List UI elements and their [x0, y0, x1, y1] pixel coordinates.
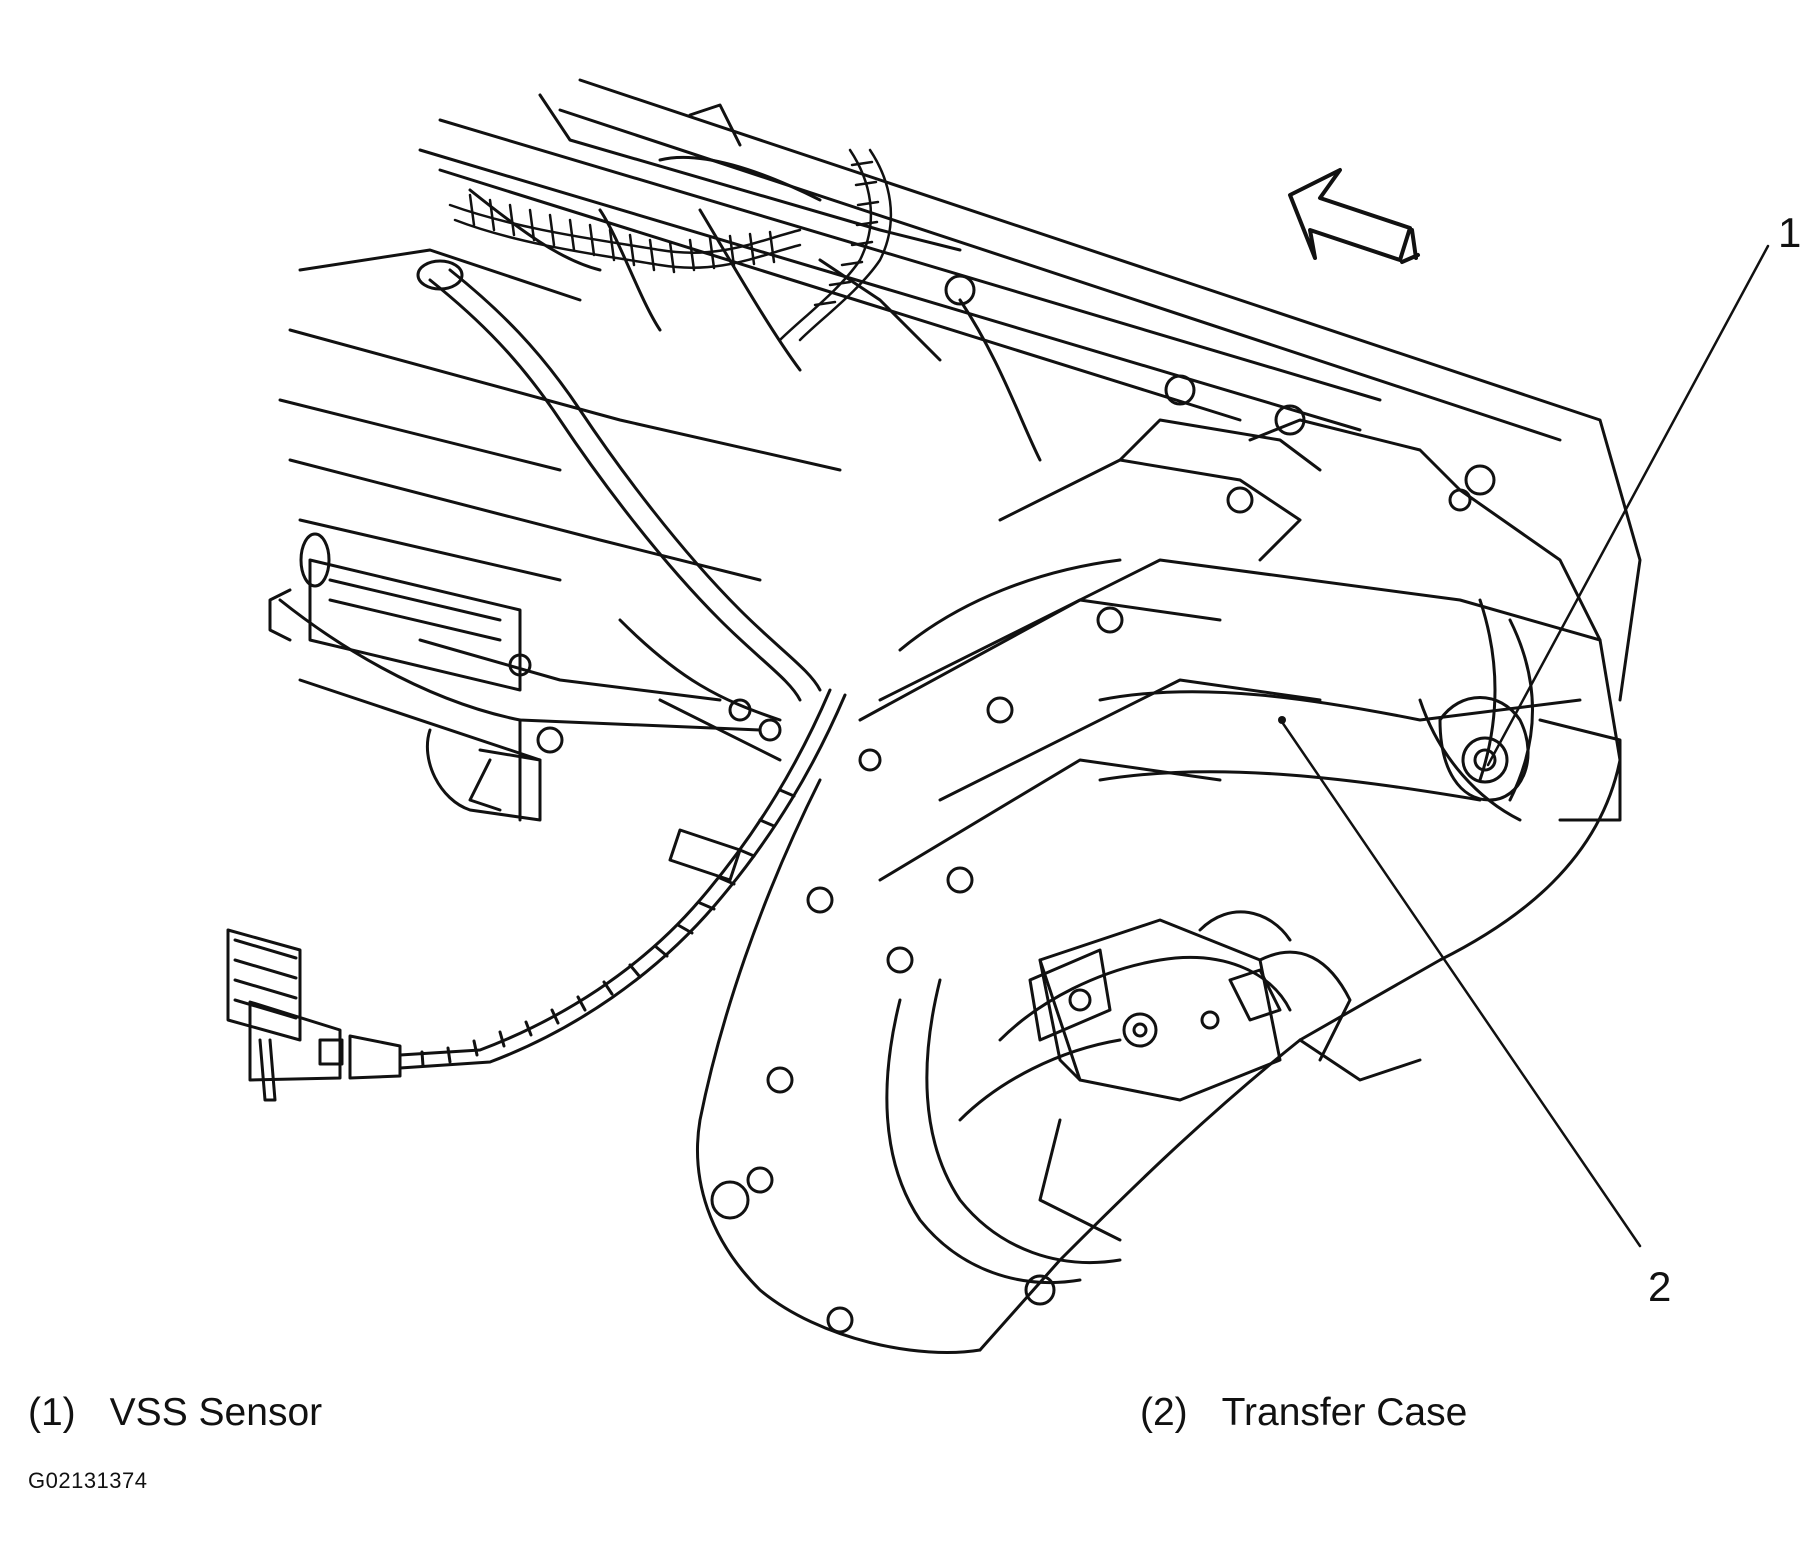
figure-id: G02131374 — [28, 1468, 148, 1493]
legend-label: VSS Sensor — [109, 1391, 323, 1434]
hose-bracket — [270, 261, 820, 820]
legend-label: Transfer Case — [1221, 1391, 1468, 1434]
transmission-body — [280, 80, 1640, 820]
legend-number: (1) — [28, 1391, 76, 1434]
wiring-harness — [450, 150, 891, 340]
encoder-motor — [1030, 912, 1350, 1100]
legend-item-vss-sensor: (1) VSS Sensor — [28, 1393, 322, 1432]
front-direction-arrow — [1290, 170, 1418, 262]
leader-line-1 — [1488, 246, 1768, 765]
legend-item-transfer-case: (2) Transfer Case — [1140, 1393, 1467, 1432]
rear-output — [1440, 698, 1620, 821]
legend-number: (2) — [1140, 1391, 1188, 1434]
vss-sensor-cable — [228, 690, 845, 1100]
bolts — [538, 276, 1494, 1332]
transfer-case-housing — [698, 420, 1621, 1353]
leader-line-2 — [1282, 722, 1640, 1246]
callout-number-2: 2 — [1648, 1263, 1672, 1310]
callout-number-1: 1 — [1778, 209, 1802, 256]
